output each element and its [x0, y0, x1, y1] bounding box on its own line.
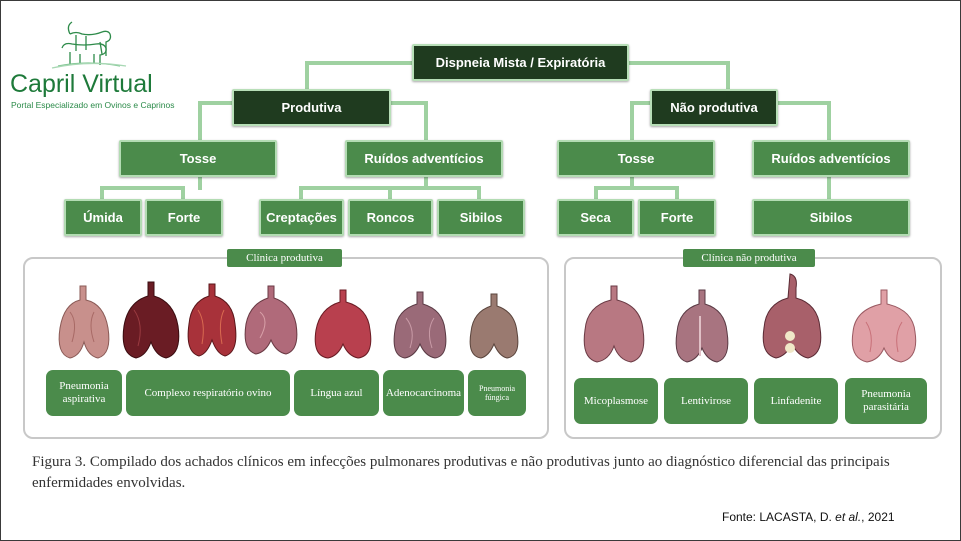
lung-image [675, 289, 729, 363]
lung-image [583, 285, 645, 363]
logo-title: Capril Virtual [10, 70, 153, 98]
logo-subtitle: Portal Especializado em Ovinos e Caprino… [11, 100, 175, 110]
leaf-node: Creptações [259, 199, 344, 236]
connector [630, 101, 653, 105]
connector [827, 174, 831, 203]
nonproductive-clinic-label: Clínica não produtiva [683, 249, 815, 267]
productive-cough-node: Tosse [119, 140, 277, 177]
source-suffix: , 2021 [861, 510, 895, 524]
diagnosis-box: Adenocarcinoma [383, 370, 464, 416]
productive-sounds-node: Ruídos adventícios [345, 140, 503, 177]
connector [477, 186, 481, 203]
goat-sheep-logo-icon [51, 21, 127, 69]
connector [100, 186, 104, 203]
leaf-node: Forte [145, 199, 223, 236]
connector [299, 186, 303, 203]
connector [305, 61, 309, 91]
connector [675, 186, 679, 203]
source-prefix: Fonte: LACASTA, D. [722, 510, 836, 524]
connector [388, 186, 392, 203]
lung-image [469, 293, 519, 359]
lung-image [58, 285, 110, 359]
connector [776, 101, 831, 105]
connector [424, 174, 428, 190]
connector [388, 101, 428, 105]
connector [827, 101, 831, 143]
connector [630, 174, 634, 190]
root-node: Dispneia Mista / Expiratória [412, 44, 629, 81]
leaf-node: Sibilos [437, 199, 525, 236]
connector [594, 186, 679, 190]
lung-image [851, 289, 917, 363]
lung-image [762, 273, 822, 359]
figure-source: Fonte: LACASTA, D. et al., 2021 [722, 510, 895, 524]
diagnosis-box: Língua azul [294, 370, 379, 416]
figure-caption: Figura 3. Compilado dos achados clínicos… [32, 454, 890, 491]
leaf-node: Forte [638, 199, 716, 236]
connector [726, 61, 730, 91]
connector [198, 174, 202, 190]
connector [100, 186, 185, 190]
diagnosis-box: Complexo respiratório ovino [126, 370, 290, 416]
diagnosis-box: Linfadenite [754, 378, 838, 424]
diagnosis-box: Lentivirose [664, 378, 748, 424]
lung-image [393, 291, 447, 359]
leaf-node: Úmida [64, 199, 142, 236]
lung-image [122, 281, 180, 359]
leaf-node: Roncos [348, 199, 433, 236]
lung-image [314, 289, 372, 359]
nonproductive-cough-node: Tosse [557, 140, 715, 177]
connector [630, 101, 634, 143]
nonproductive-node: Não produtiva [650, 89, 778, 126]
diagnosis-box: Micoplasmose [574, 378, 658, 424]
lung-image [244, 285, 298, 355]
productive-node: Produtiva [232, 89, 391, 126]
nonproductive-sounds-node: Ruídos adventícios [752, 140, 910, 177]
productive-clinic-label: Clínica produtiva [227, 249, 342, 267]
connector [424, 101, 428, 143]
leaf-node: Sibilos [752, 199, 910, 236]
source-etal: et al. [835, 510, 862, 524]
diagnosis-box: Pneumonia parasitária [845, 378, 927, 424]
connector [198, 101, 202, 143]
leaf-node: Seca [557, 199, 634, 236]
connector [594, 186, 598, 203]
diagnosis-box: Pneumonia fúngica [468, 370, 526, 416]
connector [181, 186, 185, 203]
diagnosis-box: Pneumonia aspirativa [46, 370, 122, 416]
lung-image [187, 283, 237, 357]
connector [198, 101, 236, 105]
